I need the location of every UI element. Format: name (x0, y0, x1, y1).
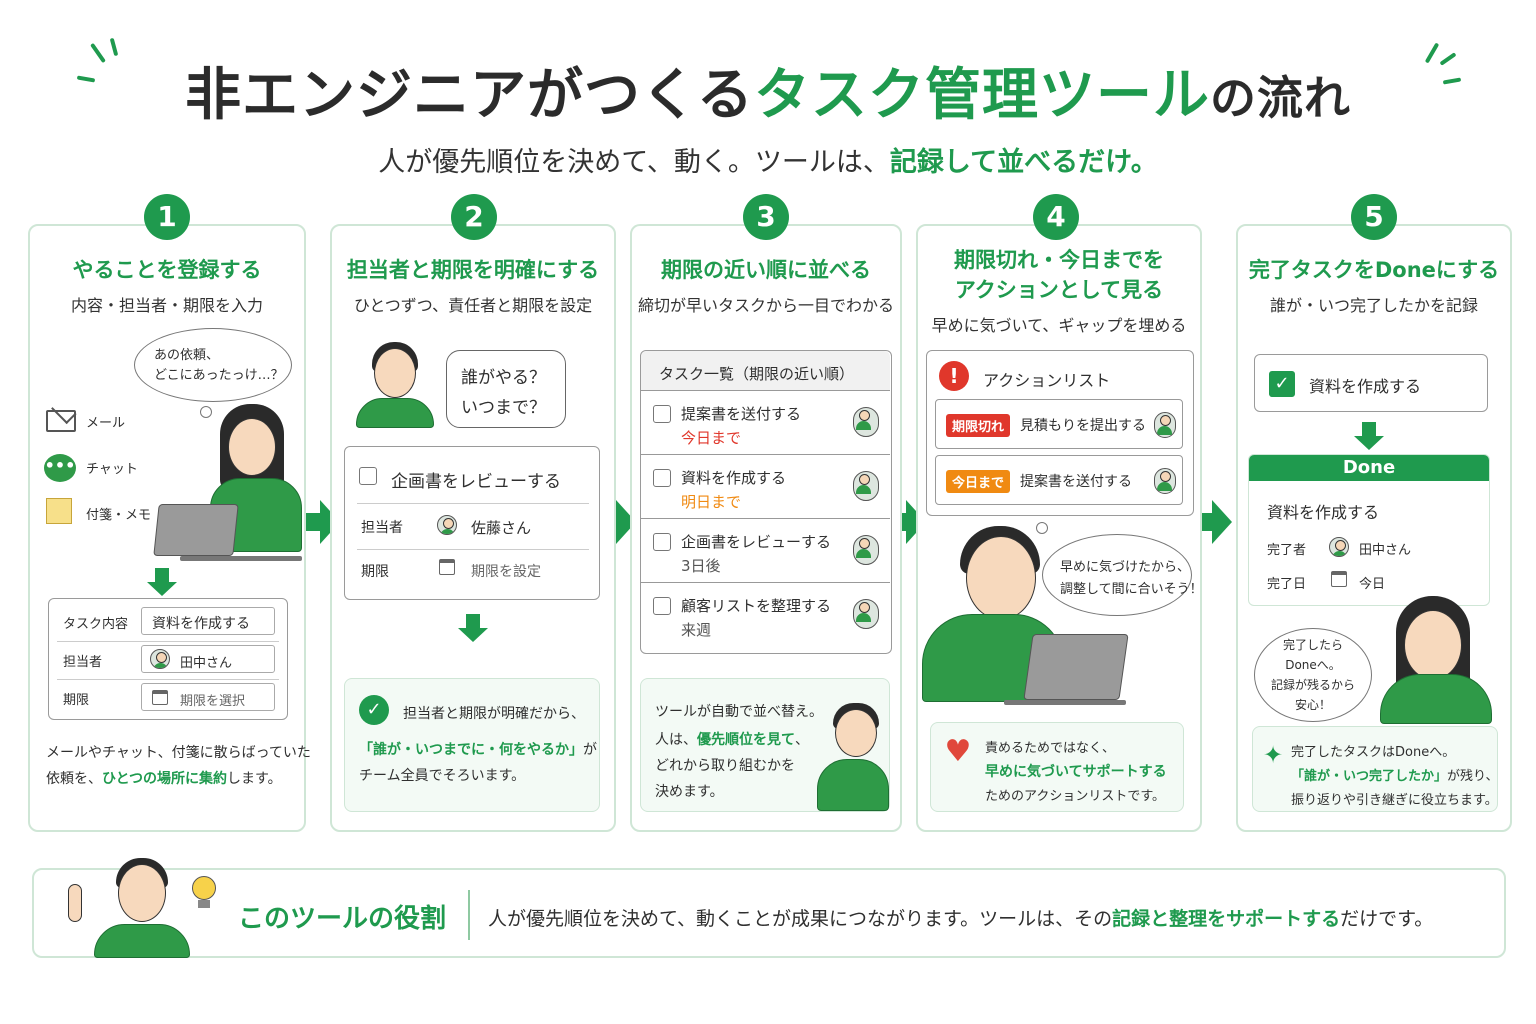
done-card: Done 資料を作成する 完了者 田中さん 完了日 今日 (1248, 454, 1490, 606)
action-list: ! アクションリスト 期限切れ 見積もりを提出する 今日まで 提案書を送付する (926, 350, 1194, 516)
sticky-note-icon (46, 498, 72, 524)
step-number-badge: 3 (743, 194, 789, 240)
due-today-badge: 今日まで (946, 470, 1011, 493)
note-box: ツールが自動で並べ替え。 人は、優先順位を見て、 どれから取り組むかを 決めます… (640, 678, 890, 812)
step-title: アクションとして見る (954, 278, 1164, 302)
avatar (437, 515, 457, 535)
owner-input[interactable]: 田中さん (141, 645, 275, 673)
avatar (853, 471, 879, 501)
step-number-badge: 5 (1351, 194, 1397, 240)
step-subtitle: ひとつずつ、責任者と期限を設定 (353, 296, 593, 315)
step-title: 期限切れ・今日までを (954, 248, 1164, 272)
person-illustration (118, 864, 166, 922)
person-illustration (966, 536, 1036, 620)
avatar (1154, 412, 1176, 438)
alert-icon: ! (939, 361, 969, 391)
speech-bubble: 誰がやる？ いつまで？ (446, 350, 566, 428)
task-checkbox[interactable] (359, 467, 377, 485)
step-subtitle: 内容・担当者・期限を入力 (70, 296, 263, 315)
avatar (1154, 468, 1176, 494)
step-subtitle: 誰が・いつ完了したかを記録 (1269, 296, 1478, 315)
checkbox-checked-icon[interactable]: ✓ (1269, 371, 1295, 397)
laptop-icon (1023, 634, 1129, 700)
step-card-2: 担当者と期限を明確にする ひとつずつ、責任者と期限を設定 誰がやる？ いつまで？… (330, 224, 616, 832)
note-box: ✦ 完了したタスクはDoneへ。 「誰が・いつ完了したか」が残り、 振り返りや引… (1252, 726, 1499, 812)
task-checkbox[interactable] (653, 405, 671, 423)
task-content-input[interactable]: 資料を作成する (141, 607, 275, 635)
heart-icon: ♥ (944, 734, 972, 769)
down-arrow-icon (458, 614, 488, 642)
down-arrow-icon (1354, 422, 1384, 450)
task-checkbox[interactable] (653, 597, 671, 615)
task-form: タスク内容 資料を作成する 担当者 田中さん 期限 期限を選択 (48, 598, 288, 720)
avatar (853, 599, 879, 629)
step-card-5: 完了タスクをDoneにする 誰が・いつ完了したかを記録 ✓ 資料を作成する Do… (1236, 224, 1512, 832)
done-label: Done (1342, 457, 1396, 478)
person-illustration (835, 709, 877, 757)
avatar (853, 535, 879, 565)
action-row[interactable]: 今日まで 提案書を送付する (935, 455, 1183, 505)
note-box: ♥ 責めるためではなく、 早めに気づいてサポートする ためのアクションリストです… (930, 722, 1184, 812)
completed-task[interactable]: ✓ 資料を作成する (1254, 354, 1488, 412)
footer-text: 人が優先順位を決めて、動くことが成果につながります。ツールは、その記録と整理をサ… (488, 908, 1434, 930)
due-date-input[interactable]: 期限を選択 (141, 683, 275, 711)
person-body (817, 759, 889, 811)
step-subtitle: 早めに気づいて、ギャップを埋める (931, 316, 1187, 335)
step-title: 担当者と期限を明確にする (346, 258, 600, 282)
avatar (853, 407, 879, 437)
step-number-badge: 4 (1033, 194, 1079, 240)
step-subtitle: 締切が早いタスクから一目でわかる (637, 296, 894, 315)
footer-banner: このツールの役割 人が優先順位を決めて、動くことが成果につながります。ツールは、… (32, 858, 1506, 958)
step-number-badge: 1 (144, 194, 190, 240)
step-card-4: 期限切れ・今日までを アクションとして見る 早めに気づいて、ギャップを埋める !… (916, 224, 1203, 832)
thought-dot (1036, 522, 1048, 534)
person-body (356, 398, 434, 428)
down-arrow-icon (147, 568, 177, 596)
flow-arrow-icon (1198, 500, 1232, 544)
mail-icon (46, 398, 77, 432)
action-row[interactable]: 期限切れ 見積もりを提出する (935, 399, 1183, 449)
footer-label: このツールの役割 (238, 904, 447, 934)
calendar-icon (439, 559, 455, 575)
speech-bubble (1254, 628, 1372, 722)
calendar-icon (1331, 571, 1347, 587)
step-card-3: 期限の近い順に並べる 締切が早いタスクから一目でわかる タスク一覧（期限の近い順… (630, 224, 902, 832)
note-box: ✓ 担当者と期限が明確だから、 「誰が・いつまでに・何をやるか」が チーム全員で… (344, 678, 600, 812)
step-title: やることを登録する (72, 258, 262, 282)
check-circle-icon: ✓ (359, 695, 389, 725)
thought-bubble (134, 328, 292, 402)
step-card-1: やることを登録する 内容・担当者・期限を入力 あの依頼、 どこにあったっけ…？ … (28, 224, 311, 832)
page-subtitle: 人が優先順位を決めて、動く。ツールは、記録して並べるだけ。 (378, 147, 1158, 178)
thought-bubble (1042, 534, 1192, 616)
step-title: 期限の近い順に並べる (661, 258, 871, 282)
pointing-hand (68, 884, 82, 922)
step-title: 完了タスクをDoneにする (1248, 258, 1500, 282)
task-detail-card: 企画書をレビューする 担当者 佐藤さん 期限 期限を設定 (344, 446, 600, 600)
person-illustration (228, 418, 276, 476)
lightbulb-icon (192, 876, 216, 900)
calendar-icon (152, 690, 168, 705)
task-row[interactable]: 顧客リストを整理する 来週 (641, 583, 890, 647)
avatar (150, 649, 170, 669)
sparkle-icon: ✦ (1263, 741, 1284, 769)
task-row[interactable]: 提案書を送付する 今日まで (641, 391, 890, 455)
person-illustration (1404, 610, 1462, 680)
chat-icon: ••• (44, 454, 76, 482)
step-number-badge: 2 (451, 194, 497, 240)
thought-dot (200, 406, 212, 418)
task-checkbox[interactable] (653, 533, 671, 551)
overdue-badge: 期限切れ (946, 414, 1011, 437)
page-title: 非エンジニアがつくるタスク管理ツールの流れ (185, 63, 1351, 128)
person-illustration (374, 348, 416, 398)
laptop-icon (153, 504, 239, 556)
due-date-setter[interactable]: 期限を設定 (471, 564, 541, 580)
avatar (1329, 537, 1349, 557)
person-body (1380, 674, 1492, 724)
task-row[interactable]: 資料を作成する 明日まで (641, 455, 890, 519)
person-body (94, 924, 190, 958)
task-list: タスク一覧（期限の近い順） 提案書を送付する 今日まで 資料を作成する 明日まで… (640, 350, 892, 654)
task-checkbox[interactable] (653, 469, 671, 487)
task-row[interactable]: 企画書をレビューする 3日後 (641, 519, 890, 583)
